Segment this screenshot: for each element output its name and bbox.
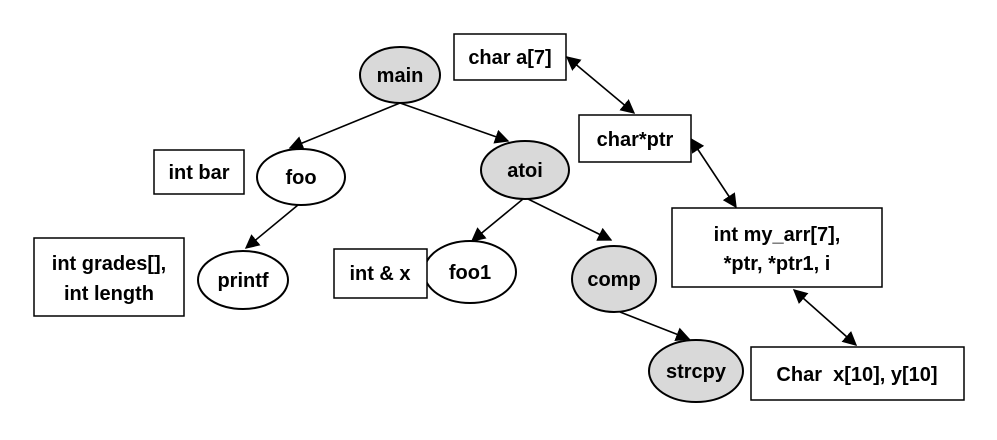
box-int-bar-label: int bar: [168, 162, 229, 184]
edge-main-atoi: [399, 102, 510, 144]
box-char-ptr-label: char*ptr: [597, 129, 674, 151]
box-char-x-y-label: Char x[10], y[10]: [776, 364, 937, 386]
node-atoi: atoi: [480, 140, 570, 200]
node-strcpy-label: strcpy: [666, 361, 727, 383]
box-int-ref-x-label: int & x: [349, 263, 410, 285]
box-int-my-arr-line1: int my_arr[7],: [714, 224, 841, 246]
node-foo1-label: foo1: [449, 262, 491, 284]
node-printf-label: printf: [217, 270, 268, 292]
box-int-my-arr: int my_arr[7], *ptr, *ptr1, i: [671, 207, 883, 288]
box-char-a: char a[7]: [453, 33, 567, 81]
node-foo-label: foo: [285, 167, 316, 189]
node-main-label: main: [377, 65, 424, 87]
link-myarr-charxy: [792, 289, 858, 346]
node-main: main: [359, 46, 441, 104]
edge-atoi-comp: [527, 198, 613, 241]
box-int-grades: int grades[], int length: [33, 237, 185, 317]
node-foo: foo: [256, 148, 346, 206]
link-charptr-myarr: [690, 137, 737, 209]
box-int-my-arr-line2: *ptr, *ptr1, i: [724, 253, 831, 275]
edge-comp-strcpy: [619, 311, 691, 341]
node-printf: printf: [197, 250, 289, 310]
link-chara-charptr: [565, 56, 636, 114]
node-comp: comp: [571, 245, 657, 313]
box-char-x-y: Char x[10], y[10]: [750, 346, 965, 401]
node-atoi-label: atoi: [507, 160, 543, 182]
box-int-grades-line2: int length: [64, 283, 154, 305]
node-strcpy: strcpy: [648, 339, 744, 403]
edge-main-foo: [288, 102, 401, 150]
box-char-ptr: char*ptr: [578, 114, 692, 163]
edge-foo-printf: [244, 204, 299, 249]
box-int-ref-x: int & x: [333, 248, 428, 299]
box-int-grades-line1: int grades[],: [52, 253, 166, 275]
box-int-bar: int bar: [153, 149, 245, 195]
node-foo1: foo1: [423, 240, 517, 304]
node-comp-label: comp: [587, 269, 640, 291]
box-char-a-label: char a[7]: [468, 47, 551, 69]
edge-atoi-foo1: [470, 198, 524, 242]
